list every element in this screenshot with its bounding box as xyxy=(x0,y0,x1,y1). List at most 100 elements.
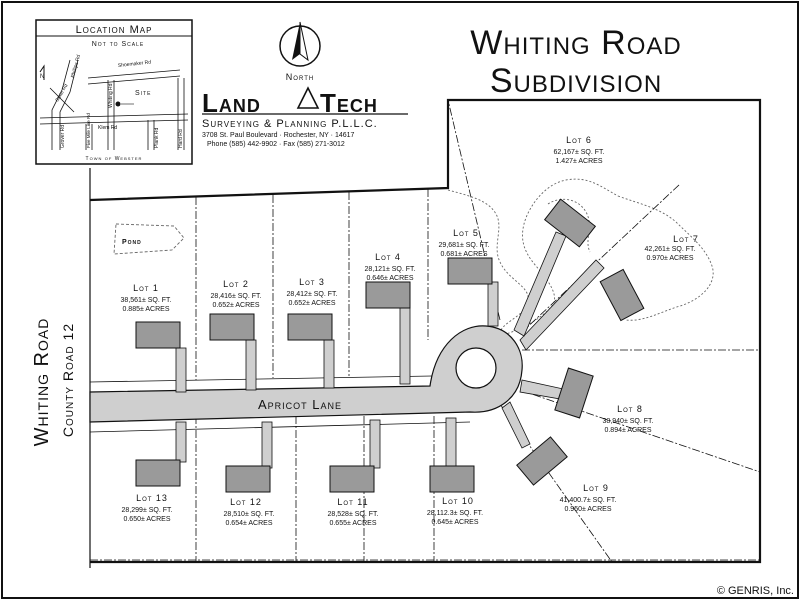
lot-13-label: Lot 13 28,299± SQ. FT. 0.650± ACRES xyxy=(122,493,173,523)
house-lot-1 xyxy=(135,321,181,349)
svg-text:28,299± SQ. FT.: 28,299± SQ. FT. xyxy=(122,507,173,514)
svg-text:Lot 3: Lot 3 xyxy=(299,277,325,287)
svg-text:28,510± SQ. FT.: 28,510± SQ. FT. xyxy=(224,511,275,518)
company-subtitle: Surveying & Planning P.L.L.C. xyxy=(202,118,378,130)
svg-text:N: N xyxy=(40,74,44,80)
svg-text:Lot 10: Lot 10 xyxy=(442,496,474,506)
svg-text:Lot 12: Lot 12 xyxy=(230,497,262,507)
house-lot-11 xyxy=(329,465,375,493)
pond-label: Pond xyxy=(122,239,142,246)
svg-text:Hard Rd: Hard Rd xyxy=(178,129,184,148)
svg-text:Lot 7: Lot 7 xyxy=(673,234,699,244)
svg-text:Lot 11: Lot 11 xyxy=(337,497,368,507)
county-road-label: County Road 12 xyxy=(60,323,76,437)
lot-10-label: Lot 10 28,112.3± SQ. FT. 0.645± ACRES xyxy=(427,496,483,526)
location-map: Location Map Not to Scale Shoemaker Rd W… xyxy=(35,19,193,165)
lot-12-label: Lot 12 28,510± SQ. FT. 0.654± ACRES xyxy=(224,497,275,527)
company-phone: Phone (585) 442-9902 · Fax (585) 271-301… xyxy=(207,141,345,148)
house-lot-3 xyxy=(287,313,333,341)
svg-text:Lot 2: Lot 2 xyxy=(223,279,249,289)
lot-lines xyxy=(90,99,761,563)
lot-3-label: Lot 3 28,412± SQ. FT. 0.652± ACRES xyxy=(287,277,338,307)
houses xyxy=(135,198,645,493)
lot-9-label: Lot 9 41,400.7± SQ. FT. 0.950± ACRES xyxy=(560,483,617,513)
house-lot-6 xyxy=(543,198,597,248)
svg-text:42,261± SQ. FT.: 42,261± SQ. FT. xyxy=(645,246,696,253)
svg-text:28,412± SQ. FT.: 28,412± SQ. FT. xyxy=(287,291,338,298)
svg-text:0.645± ACRES: 0.645± ACRES xyxy=(431,519,478,526)
title-block: Whiting Road Subdivision xyxy=(470,24,681,100)
svg-text:Lot 4: Lot 4 xyxy=(375,252,401,262)
svg-text:Phillips Rd: Phillips Rd xyxy=(70,54,82,79)
company-name-left: Land xyxy=(202,88,261,118)
house-lot-10 xyxy=(429,465,475,493)
company-block: Land Tech Surveying & Planning P.L.L.C. … xyxy=(202,86,408,148)
company-address: 3708 St. Paul Boulevard · Rochester, NY … xyxy=(202,132,355,139)
driveways xyxy=(175,231,605,469)
house-lot-8 xyxy=(554,367,594,419)
lot-7-label: Lot 7 42,261± SQ. FT. 0.970± ACRES xyxy=(645,234,699,262)
svg-text:Lot 8: Lot 8 xyxy=(617,404,643,414)
lot-8-label: Lot 8 38,940± SQ. FT. 0.894± ACRES xyxy=(603,404,654,434)
svg-text:41,400.7± SQ. FT.: 41,400.7± SQ. FT. xyxy=(560,497,617,504)
svg-text:Five Mile Line Rd: Five Mile Line Rd xyxy=(86,113,91,148)
title-line-2: Subdivision xyxy=(490,62,662,100)
north-arrow-icon: North xyxy=(279,21,321,82)
svg-text:0.652± ACRES: 0.652± ACRES xyxy=(288,300,335,307)
house-lot-7 xyxy=(599,268,645,322)
lot-labels: Lot 1 38,561± SQ. FT. 0.885± ACRES Lot 2… xyxy=(121,135,699,527)
house-lot-9 xyxy=(516,436,568,486)
svg-text:Grover Rd: Grover Rd xyxy=(60,125,66,148)
site-marker xyxy=(115,101,121,107)
svg-text:Whiting Rd: Whiting Rd xyxy=(108,83,114,108)
svg-text:0.894± ACRES: 0.894± ACRES xyxy=(604,427,651,434)
house-lot-13 xyxy=(135,459,181,487)
title-line-1: Whiting Road xyxy=(470,24,681,62)
company-logo-icon xyxy=(296,86,320,109)
lot-11-label: Lot 11 28,528± SQ. FT. 0.655± ACRES xyxy=(328,497,379,527)
svg-text:38,940± SQ. FT.: 38,940± SQ. FT. xyxy=(603,418,654,425)
svg-text:28,112.3± SQ. FT.: 28,112.3± SQ. FT. xyxy=(427,510,483,517)
svg-text:0.950± ACRES: 0.950± ACRES xyxy=(564,506,611,513)
subdivision-boundary xyxy=(89,98,762,564)
cul-de-sac-island xyxy=(455,347,497,389)
pond-outline xyxy=(113,223,185,255)
scale-note: Not to Scale xyxy=(92,41,144,48)
house-lot-2 xyxy=(209,313,255,341)
svg-text:Lot 9: Lot 9 xyxy=(583,483,609,493)
svg-text:0.655± ACRES: 0.655± ACRES xyxy=(329,520,376,527)
svg-text:1.427± ACRES: 1.427± ACRES xyxy=(555,158,602,165)
town-label: Town of Webster xyxy=(86,156,143,162)
svg-text:Klem Rd: Klem Rd xyxy=(98,125,117,131)
svg-text:0.652± ACRES: 0.652± ACRES xyxy=(212,302,259,309)
svg-text:0.646± ACRES: 0.646± ACRES xyxy=(366,275,413,282)
svg-text:0.654± ACRES: 0.654± ACRES xyxy=(225,520,272,527)
svg-text:Lot 13: Lot 13 xyxy=(136,493,168,503)
lot-2-label: Lot 2 28,416± SQ. FT. 0.652± ACRES xyxy=(211,279,262,309)
svg-text:0.970± ACRES: 0.970± ACRES xyxy=(646,255,693,262)
copyright-notice: © GENRIS, Inc. xyxy=(717,585,794,597)
lot-6-label: Lot 6 62,167± SQ. FT. 1.427± ACRES xyxy=(554,135,605,165)
svg-text:28,121± SQ. FT.: 28,121± SQ. FT. xyxy=(365,266,416,273)
street-name: Apricot Lane xyxy=(258,397,342,412)
lane-row-line xyxy=(89,375,433,383)
house-lot-12 xyxy=(225,465,271,493)
location-map-heading: Location Map xyxy=(76,24,153,36)
apricot-lane xyxy=(89,325,523,423)
svg-text:29,681± SQ. FT.: 29,681± SQ. FT. xyxy=(439,242,490,249)
svg-text:Lot 6: Lot 6 xyxy=(566,135,592,145)
svg-text:0.650± ACRES: 0.650± ACRES xyxy=(123,516,170,523)
company-name-right: Tech xyxy=(320,88,378,118)
svg-text:62,167± SQ. FT.: 62,167± SQ. FT. xyxy=(554,149,605,156)
lot-1-label: Lot 1 38,561± SQ. FT. 0.885± ACRES xyxy=(121,283,172,313)
house-lot-4 xyxy=(365,281,411,309)
svg-text:28,528± SQ. FT.: 28,528± SQ. FT. xyxy=(328,511,379,518)
svg-text:0.681± ACRES: 0.681± ACRES xyxy=(440,251,487,258)
svg-text:0.885± ACRES: 0.885± ACRES xyxy=(122,306,169,313)
svg-text:Lot 5: Lot 5 xyxy=(453,228,479,238)
svg-text:Lot 1: Lot 1 xyxy=(133,283,159,293)
lot-4-label: Lot 4 28,121± SQ. FT. 0.646± ACRES xyxy=(365,252,416,282)
